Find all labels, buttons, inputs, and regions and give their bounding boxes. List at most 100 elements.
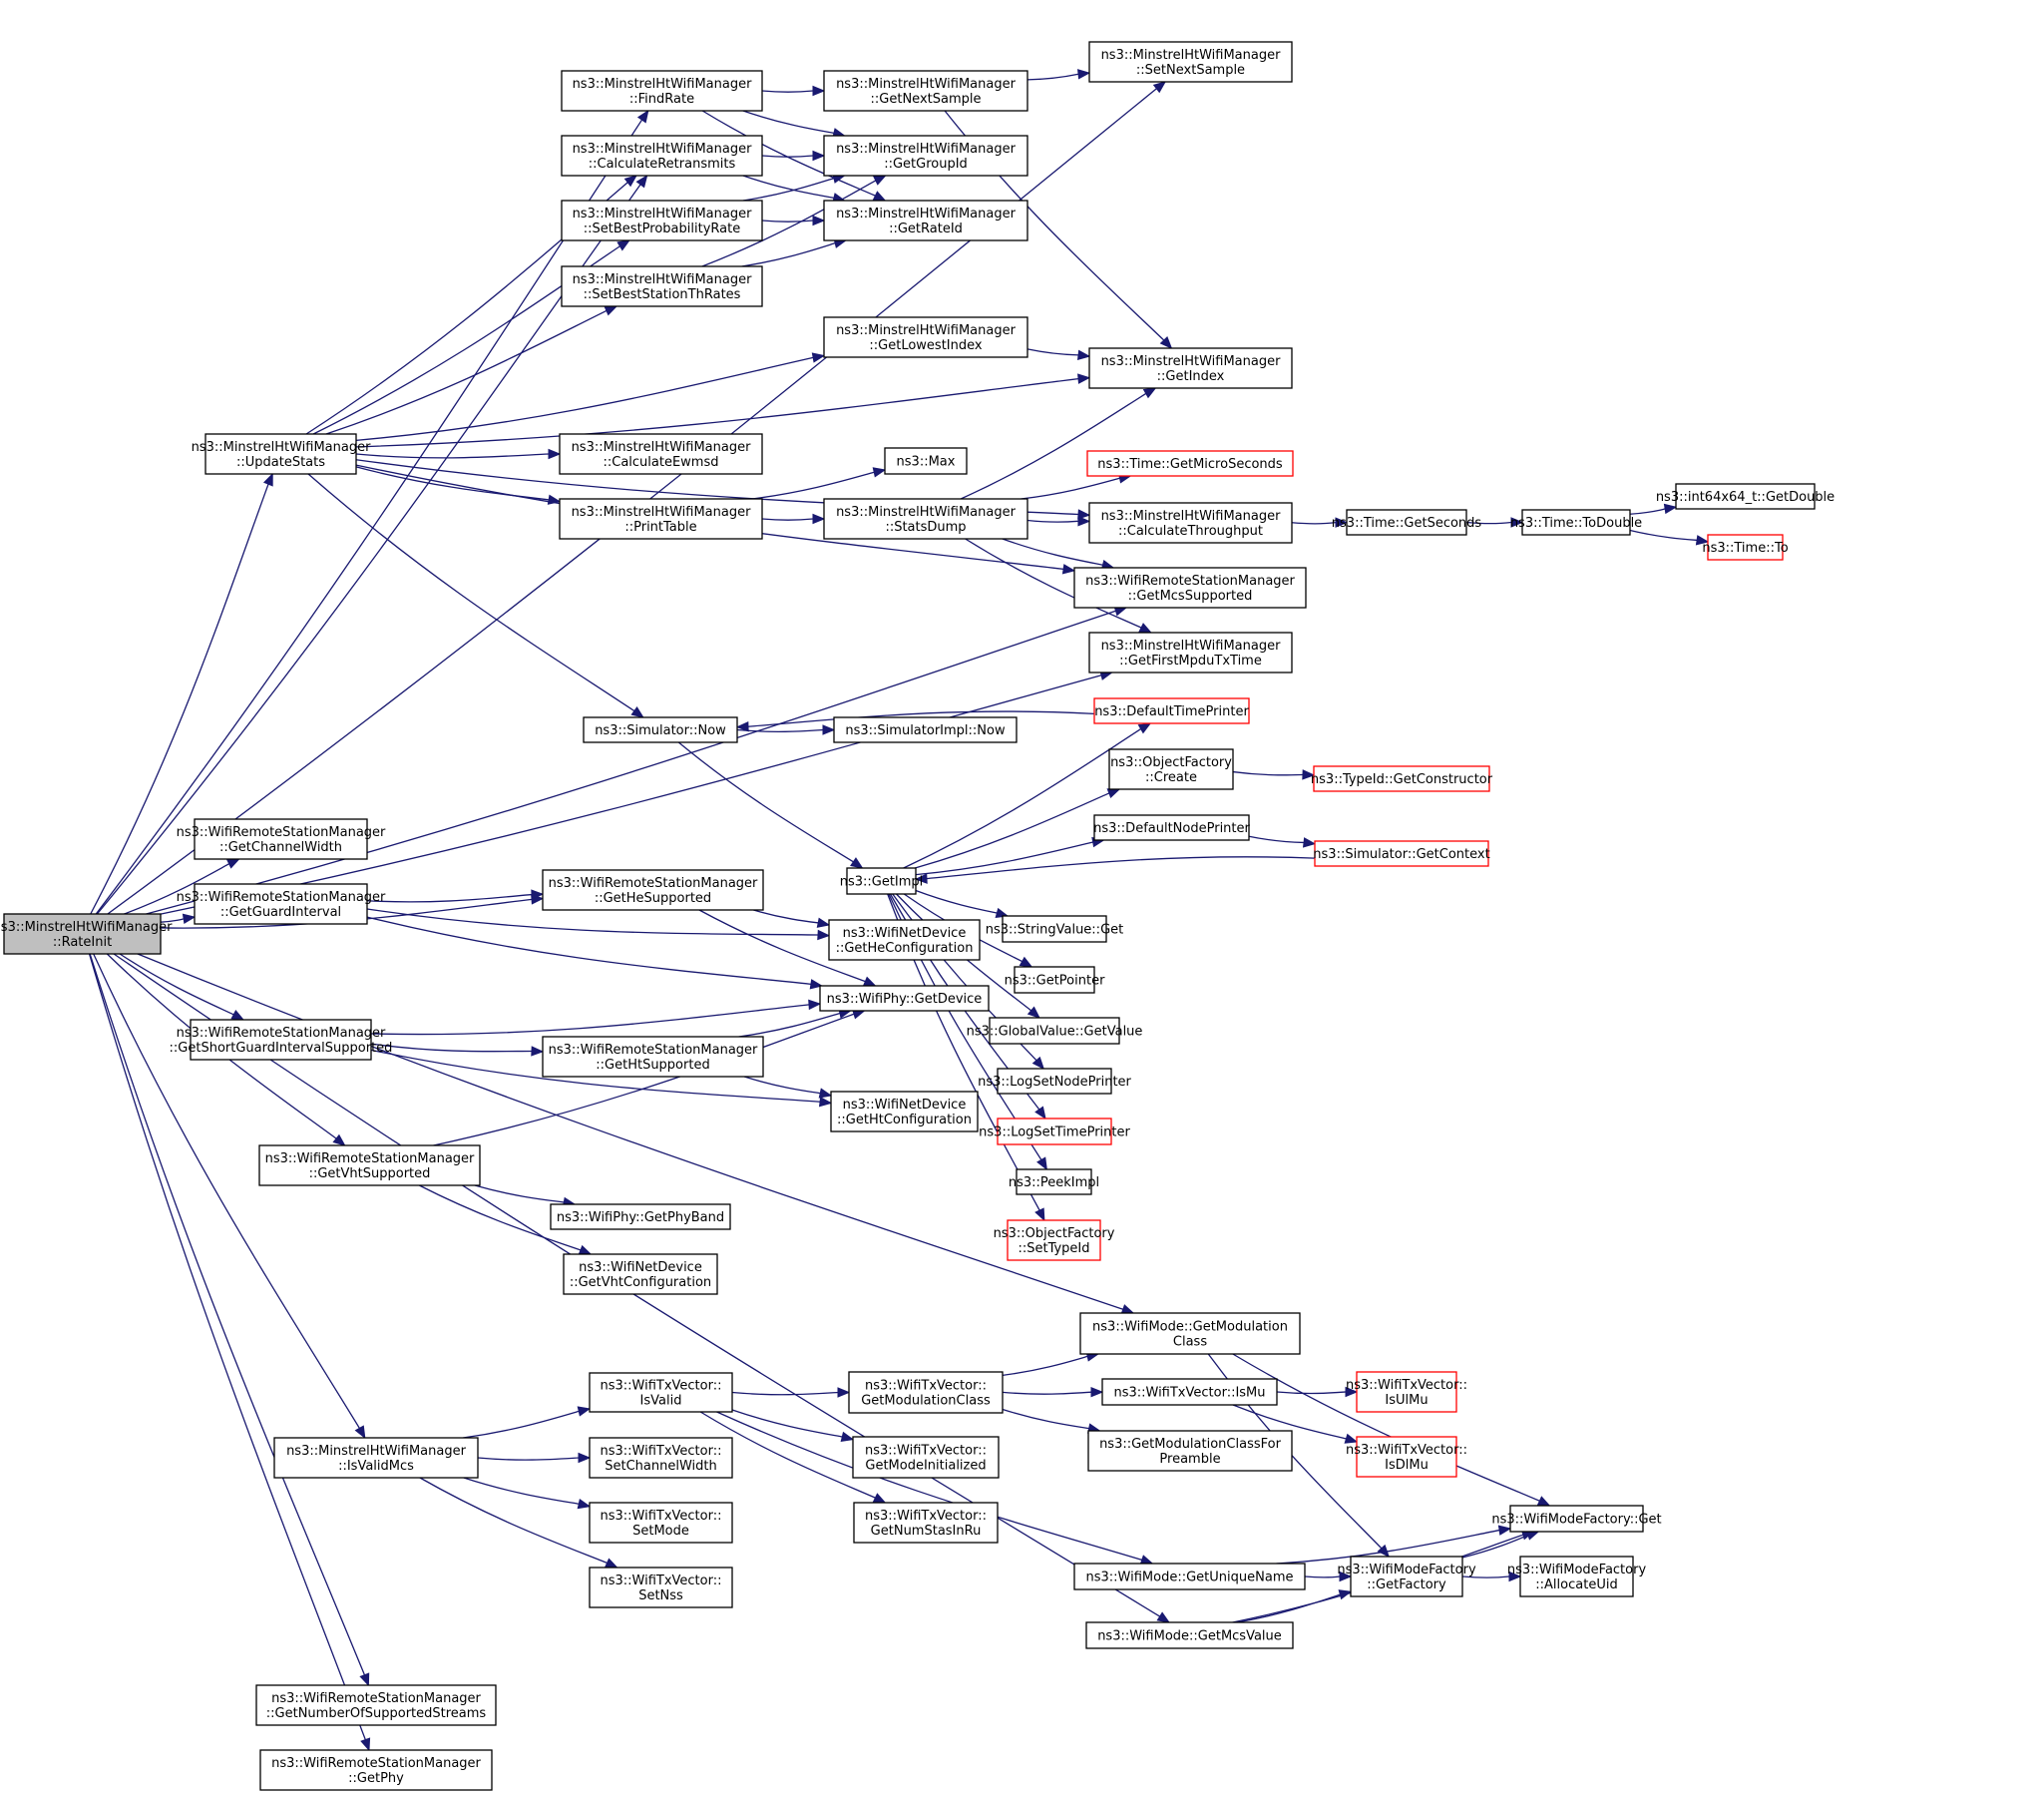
node-box [1314, 840, 1489, 867]
node-allocate-uid[interactable]: ns3::WifiModeFactory::AllocateUid [1507, 1556, 1647, 1597]
node-default-node-printer[interactable]: ns3::DefaultNodePrinter [1093, 814, 1251, 841]
node-default-time-printer[interactable]: ns3::DefaultTimePrinter [1093, 697, 1250, 724]
node-label: ::GetGuardInterval [220, 905, 341, 920]
node-get-rate-id[interactable]: ns3::MinstrelHtWifiManager::GetRateId [823, 200, 1028, 241]
node-get-he-configuration[interactable]: ns3::WifiNetDevice::GetHeConfiguration [828, 919, 981, 961]
node-get-factory[interactable]: ns3::WifiModeFactory::GetFactory [1337, 1556, 1476, 1597]
node-label: ::IsValidMcs [338, 1459, 414, 1474]
edge-line [1276, 1391, 1347, 1395]
arrowhead-icon [332, 1133, 346, 1146]
node-get-context[interactable]: ns3::Simulator::GetContext [1313, 840, 1490, 867]
node-get-impl[interactable]: ns3::GetImpl [840, 867, 924, 895]
node-object-factory-create[interactable]: ns3::ObjectFactory::Create [1108, 748, 1234, 790]
node-set-type-id[interactable]: ns3::ObjectFactory::SetTypeId [994, 1219, 1115, 1261]
node-set-next-sample[interactable]: ns3::MinstrelHtWifiManager::SetNextSampl… [1088, 41, 1293, 83]
node-simulator-now[interactable]: ns3::Simulator::Now [583, 716, 738, 743]
node-get-ht-configuration[interactable]: ns3::WifiNetDevice::GetHtConfiguration [830, 1091, 979, 1132]
node-label: ns3::MinstrelHtWifiManager [836, 77, 1017, 92]
node-get-phy-band[interactable]: ns3::WifiPhy::GetPhyBand [550, 1203, 731, 1230]
node-box [823, 200, 1028, 241]
node-get-short-guard-interval-supported[interactable]: ns3::WifiRemoteStationManager::GetShortG… [170, 1019, 393, 1061]
edge-print-table-to-stats-dump [761, 513, 826, 525]
node-log-set-node-printer[interactable]: ns3::LogSetNodePrinter [978, 1068, 1132, 1095]
node-get-pointer[interactable]: ns3::GetPointer [1005, 966, 1105, 994]
node-get-next-sample[interactable]: ns3::MinstrelHtWifiManager::GetNextSampl… [823, 70, 1028, 112]
node-set-channel-width[interactable]: ns3::WifiTxVector::SetChannelWidth [589, 1437, 733, 1479]
node-set-mode[interactable]: ns3::WifiTxVector::SetMode [589, 1502, 733, 1544]
arrowhead-icon [1536, 1496, 1551, 1507]
edge-line [761, 518, 814, 521]
node-box [848, 1371, 1004, 1414]
node-find-rate[interactable]: ns3::MinstrelHtWifiManager::FindRate [561, 70, 763, 112]
node-get-mcs-value[interactable]: ns3::WifiMode::GetMcsValue [1085, 1621, 1294, 1649]
node-box [542, 1036, 764, 1078]
edge-line [747, 710, 1095, 727]
node-get-mode-initialized[interactable]: ns3::WifiTxVector::GetModeInitialized [852, 1436, 1000, 1479]
node-mode-get-modulation-class[interactable]: ns3::WifiMode::GetModulationClass [1079, 1312, 1301, 1355]
node-print-table[interactable]: ns3::MinstrelHtWifiManager::PrintTable [559, 498, 763, 540]
node-get-index[interactable]: ns3::MinstrelHtWifiManager::GetIndex [1088, 347, 1293, 389]
arrowhead-icon [230, 1009, 245, 1021]
node-tx-get-modulation-class[interactable]: ns3::WifiTxVector::GetModulationClass [848, 1371, 1004, 1414]
node-rate-init[interactable]: ns3::MinstrelHtWifiManager::RateInit [0, 913, 173, 955]
node-get-number-of-supported-streams[interactable]: ns3::WifiRemoteStationManager::GetNumber… [255, 1684, 497, 1726]
node-wifi-mode-factory-get[interactable]: ns3::WifiModeFactory::Get [1491, 1505, 1662, 1533]
node-get-unique-name[interactable]: ns3::WifiMode::GetUniqueName [1073, 1563, 1306, 1590]
edge-line [1002, 538, 1103, 566]
node-max[interactable]: ns3::Max [884, 447, 968, 475]
node-simulator-impl-now[interactable]: ns3::SimulatorImpl::Now [833, 716, 1018, 743]
node-get-first-mpdu-tx-time[interactable]: ns3::MinstrelHtWifiManager::GetFirstMpdu… [1088, 632, 1293, 674]
node-get-channel-width[interactable]: ns3::WifiRemoteStationManager::GetChanne… [177, 818, 386, 860]
node-update-stats[interactable]: ns3::MinstrelHtWifiManager::UpdateStats [192, 433, 372, 475]
node-set-best-station-th-rates[interactable]: ns3::MinstrelHtWifiManager::SetBestStati… [561, 265, 763, 307]
arrowhead-icon [872, 175, 887, 186]
edge-update-stats-to-get-index [355, 373, 1091, 448]
edge-rate-init-to-get-number-of-supported-streams [89, 953, 370, 1687]
node-string-value-get[interactable]: ns3::StringValue::Get [986, 915, 1123, 943]
node-get-device[interactable]: ns3::WifiPhy::GetDevice [819, 985, 990, 1012]
node-get-ht-supported[interactable]: ns3::WifiRemoteStationManager::GetHtSupp… [542, 1036, 764, 1078]
node-time-to[interactable]: ns3::Time::To [1702, 534, 1789, 561]
node-get-group-id[interactable]: ns3::MinstrelHtWifiManager::GetGroupId [823, 135, 1028, 177]
edge-line [761, 90, 814, 93]
node-get-constructor[interactable]: ns3::TypeId::GetConstructor [1311, 765, 1493, 792]
node-log-set-time-printer[interactable]: ns3::LogSetTimePrinter [979, 1118, 1130, 1145]
node-get-vht-supported[interactable]: ns3::WifiRemoteStationManager::GetVhtSup… [258, 1144, 481, 1186]
node-get-phy[interactable]: ns3::WifiRemoteStationManager::GetPhy [259, 1749, 493, 1791]
node-get-num-stas-in-ru[interactable]: ns3::WifiTxVector::GetNumStasInRu [853, 1502, 999, 1544]
arrowhead-icon [1695, 535, 1710, 546]
node-get-vht-configuration[interactable]: ns3::WifiNetDevice::GetVhtConfiguration [563, 1253, 718, 1295]
arrowhead-icon [225, 858, 240, 869]
node-is-valid-mcs[interactable]: ns3::MinstrelHtWifiManager::IsValidMcs [273, 1437, 479, 1479]
node-set-nss[interactable]: ns3::WifiTxVector::SetNss [589, 1567, 733, 1608]
node-calculate-ewmsd[interactable]: ns3::MinstrelHtWifiManager::CalculateEwm… [559, 433, 763, 475]
node-global-value-get-value[interactable]: ns3::GlobalValue::GetValue [967, 1017, 1143, 1045]
edge-stats-dump-to-calculate-throughput [1026, 516, 1091, 527]
arrowhead-icon [872, 467, 887, 478]
node-get-mcs-supported[interactable]: ns3::WifiRemoteStationManager::GetMcsSup… [1073, 567, 1307, 609]
node-is-mu[interactable]: ns3::WifiTxVector::IsMu [1101, 1378, 1278, 1406]
node-box [255, 1684, 497, 1726]
node-calculate-throughput[interactable]: ns3::MinstrelHtWifiManager::CalculateThr… [1088, 502, 1293, 544]
node-to-double[interactable]: ns3::Time::ToDouble [1510, 509, 1642, 536]
arrowhead-icon [1106, 788, 1121, 799]
node-label: ns3::TypeId::GetConstructor [1311, 772, 1493, 787]
node-is-ul-mu[interactable]: ns3::WifiTxVector::IsUlMu [1346, 1371, 1467, 1413]
node-box [561, 70, 763, 112]
node-get-lowest-index[interactable]: ns3::MinstrelHtWifiManager::GetLowestInd… [823, 316, 1028, 358]
node-get-seconds[interactable]: ns3::Time::GetSeconds [1332, 509, 1482, 536]
node-is-dl-mu[interactable]: ns3::WifiTxVector::IsDlMu [1346, 1436, 1467, 1478]
node-is-valid[interactable]: ns3::WifiTxVector::IsValid [589, 1372, 733, 1413]
node-calculate-retransmits[interactable]: ns3::MinstrelHtWifiManager::CalculateRet… [561, 135, 763, 177]
node-peek-impl[interactable]: ns3::PeekImpl [1009, 1168, 1099, 1195]
node-label: ns3::MinstrelHtWifiManager [192, 440, 372, 455]
node-stats-dump[interactable]: ns3::MinstrelHtWifiManager::StatsDump [823, 498, 1028, 540]
node-set-best-probability-rate[interactable]: ns3::MinstrelHtWifiManager::SetBestProba… [561, 200, 763, 241]
node-get-double[interactable]: ns3::int64x64_t::GetDouble [1656, 483, 1835, 510]
node-get-guard-interval[interactable]: ns3::WifiRemoteStationManager::GetGuardI… [177, 883, 386, 925]
node-get-micro-seconds[interactable]: ns3::Time::GetMicroSeconds [1086, 450, 1294, 477]
node-get-he-supported[interactable]: ns3::WifiRemoteStationManager::GetHeSupp… [542, 869, 764, 911]
node-label: ns3::Max [897, 455, 956, 470]
